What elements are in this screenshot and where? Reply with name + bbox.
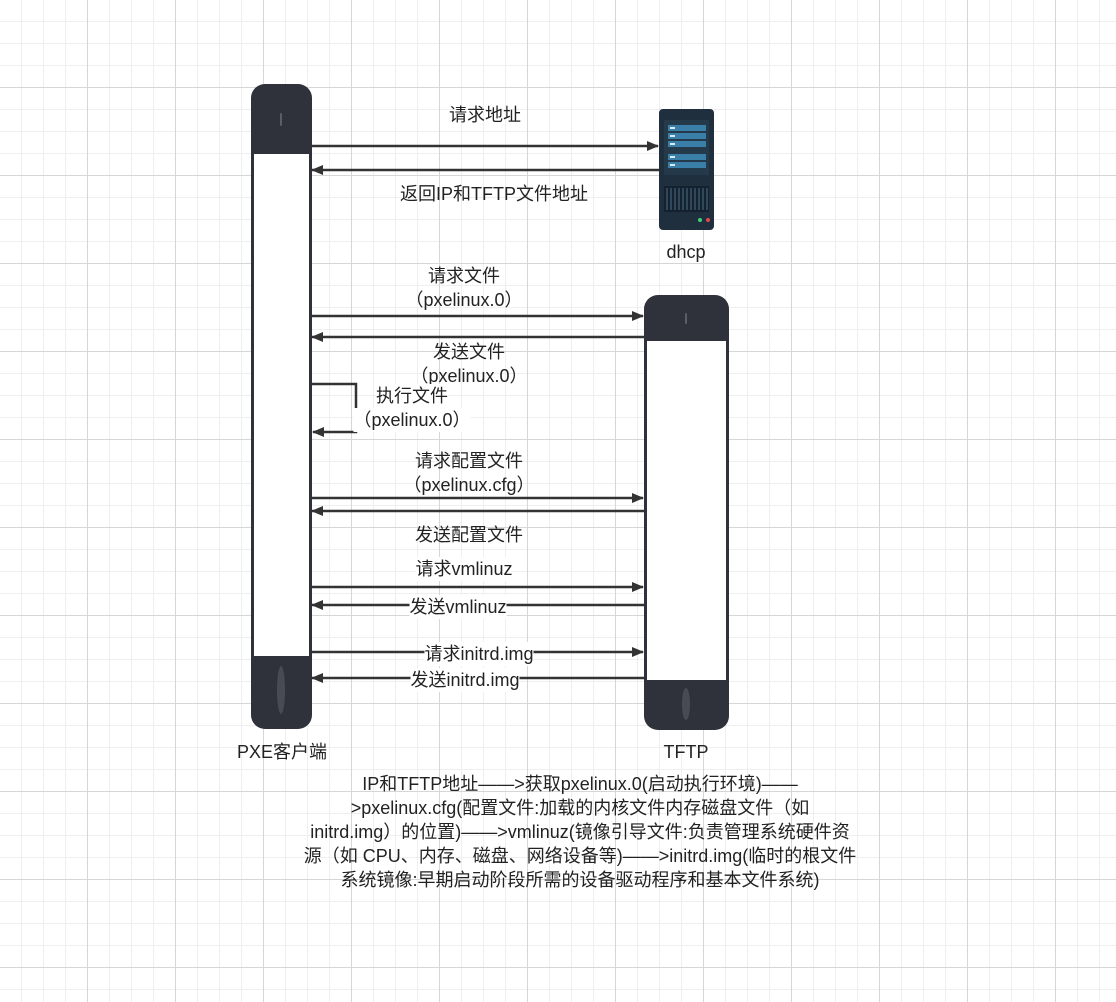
- msg-request-initrd: 请求initrd.img: [424, 642, 534, 666]
- msg-request-config: 请求配置文件: [415, 451, 523, 471]
- msg-send-initrd: 发送initrd.img: [410, 668, 520, 692]
- speaker-icon: [685, 313, 687, 324]
- caption-line: IP和TFTP地址——>获取pxelinux.0(启动执行环境)——: [362, 774, 798, 794]
- tftp-device: [644, 295, 729, 730]
- arrow-execute-file: [312, 382, 358, 437]
- dhcp-server-icon: [659, 109, 714, 230]
- caption-line: 系统镜像:早期启动阶段所需的设备驱动程序和基本文件系统): [340, 870, 820, 890]
- msg-request-vmlinuz: 请求vmlinuz: [415, 557, 513, 581]
- speaker-icon: [280, 113, 282, 126]
- msg-send-file: 发送文件: [433, 342, 505, 362]
- home-button-icon: [277, 666, 285, 714]
- caption-line: >pxelinux.cfg(配置文件:加载的内核文件内存磁盘文件（如: [350, 798, 810, 818]
- msg-return-ip: 返回IP和TFTP文件地址: [400, 184, 588, 204]
- msg-send-file-arg: （pxelinux.0）: [410, 366, 528, 386]
- msg-execute-file-arg: （pxelinux.0）: [353, 408, 471, 432]
- home-button-icon: [682, 688, 690, 720]
- msg-send-config: 发送配置文件: [415, 525, 523, 545]
- caption-line: 源（如 CPU、内存、磁盘、网络设备等)——>initrd.img(临时的根文件: [303, 846, 857, 866]
- tftp-label: TFTP: [663, 742, 709, 762]
- msg-request-config-arg: （pxelinux.cfg）: [403, 475, 535, 495]
- caption-line: initrd.img）的位置)——>vmlinuz(镜像引导文件:负责管理系统硬…: [310, 822, 850, 842]
- msg-execute-file: 执行文件: [376, 384, 448, 408]
- msg-request-file: 请求文件: [428, 266, 500, 286]
- msg-request-address: 请求地址: [449, 105, 521, 125]
- dhcp-label: dhcp: [666, 242, 706, 262]
- client-label: PXE客户端: [236, 742, 328, 762]
- pxe-client-device: [251, 84, 312, 729]
- boot-flow-caption: IP和TFTP地址——>获取pxelinux.0(启动执行环境)—— >pxel…: [250, 772, 910, 892]
- msg-send-vmlinuz: 发送vmlinuz: [409, 595, 507, 619]
- msg-request-file-arg: （pxelinux.0）: [405, 290, 523, 310]
